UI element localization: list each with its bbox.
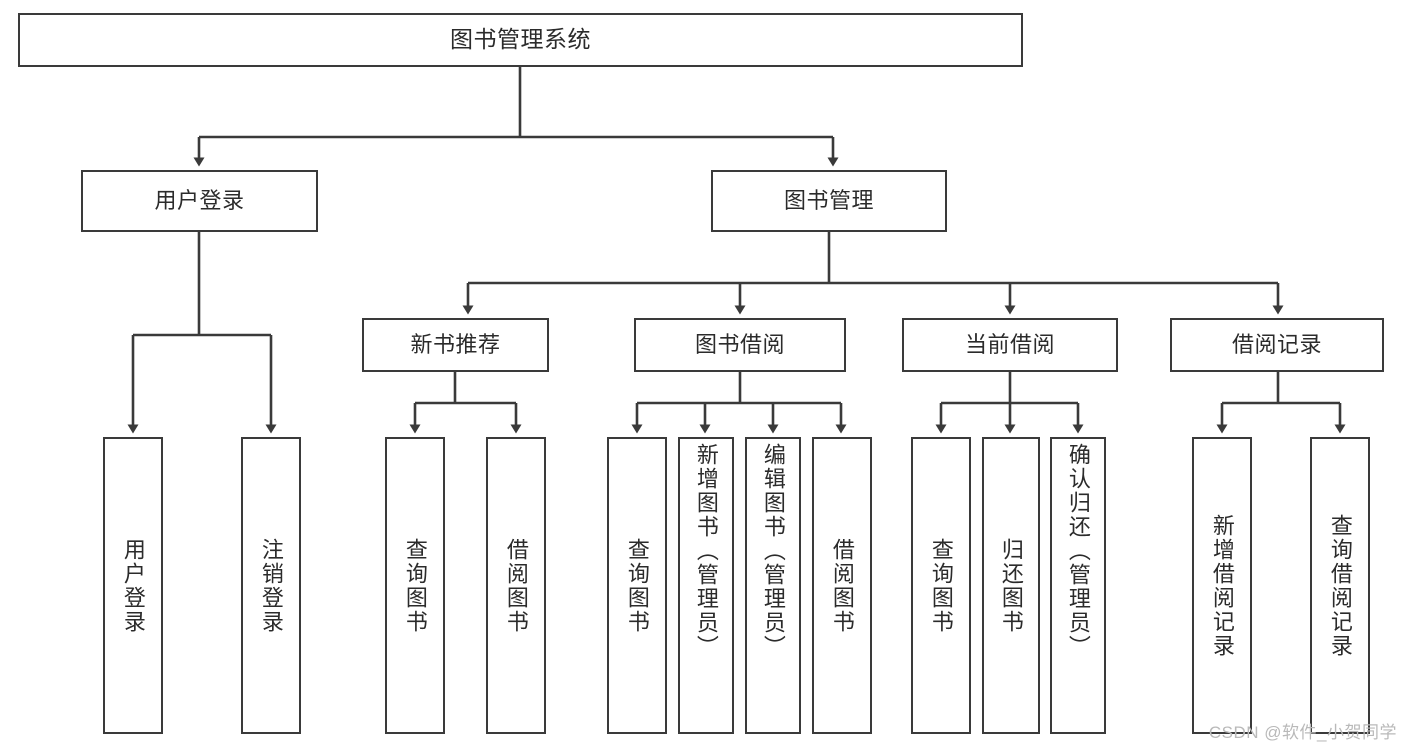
- node-label: 查询图书: [928, 537, 954, 634]
- node-label: 确认归还（管理员）: [1065, 443, 1091, 659]
- node-leaf-query-book-current[interactable]: 查询图书: [911, 437, 971, 734]
- node-leaf-user-logout[interactable]: 注销登录: [241, 437, 301, 734]
- node-current-borrow[interactable]: 当前借阅: [902, 318, 1118, 372]
- node-leaf-add-book[interactable]: 新增图书（管理员）: [678, 437, 734, 734]
- node-label: 借阅图书: [503, 537, 529, 634]
- node-book-manage[interactable]: 图书管理: [711, 170, 947, 232]
- node-leaf-borrow-book-recommend[interactable]: 借阅图书: [486, 437, 546, 734]
- node-leaf-query-book-recommend[interactable]: 查询图书: [385, 437, 445, 734]
- node-label: 查询借阅记录: [1327, 513, 1353, 658]
- node-label: 新增图书（管理员）: [693, 443, 719, 659]
- node-label: 图书管理系统: [450, 26, 591, 53]
- node-label: 注销登录: [258, 537, 284, 634]
- node-label: 用户登录: [120, 537, 146, 634]
- node-leaf-add-borrow-record[interactable]: 新增借阅记录: [1192, 437, 1252, 734]
- node-borrow-record[interactable]: 借阅记录: [1170, 318, 1384, 372]
- node-leaf-user-login[interactable]: 用户登录: [103, 437, 163, 734]
- node-label: 借阅图书: [829, 537, 855, 634]
- node-root-book-management-system[interactable]: 图书管理系统: [18, 13, 1023, 67]
- watermark-csdn: CSDN @软件_小贺同学: [1208, 723, 1397, 742]
- node-leaf-query-borrow-record[interactable]: 查询借阅记录: [1310, 437, 1370, 734]
- node-leaf-confirm-return[interactable]: 确认归还（管理员）: [1050, 437, 1106, 734]
- node-leaf-borrow-book[interactable]: 借阅图书: [812, 437, 872, 734]
- node-leaf-return-book[interactable]: 归还图书: [982, 437, 1040, 734]
- node-label: 新增借阅记录: [1209, 513, 1235, 658]
- node-label: 借阅记录: [1231, 332, 1322, 358]
- node-label: 新书推荐: [410, 332, 501, 358]
- node-label: 归还图书: [998, 537, 1024, 634]
- node-new-book-recommend[interactable]: 新书推荐: [362, 318, 549, 372]
- node-leaf-edit-book[interactable]: 编辑图书（管理员）: [745, 437, 801, 734]
- node-leaf-query-book-borrow[interactable]: 查询图书: [607, 437, 667, 734]
- node-label: 图书管理: [783, 188, 874, 214]
- node-label: 用户登录: [154, 188, 245, 214]
- node-user-login[interactable]: 用户登录: [81, 170, 318, 232]
- node-label: 查询图书: [402, 537, 428, 634]
- node-label: 图书借阅: [694, 332, 785, 358]
- node-book-borrow[interactable]: 图书借阅: [634, 318, 846, 372]
- node-label: 编辑图书（管理员）: [760, 443, 786, 659]
- node-label: 当前借阅: [964, 332, 1055, 358]
- node-label: 查询图书: [624, 537, 650, 634]
